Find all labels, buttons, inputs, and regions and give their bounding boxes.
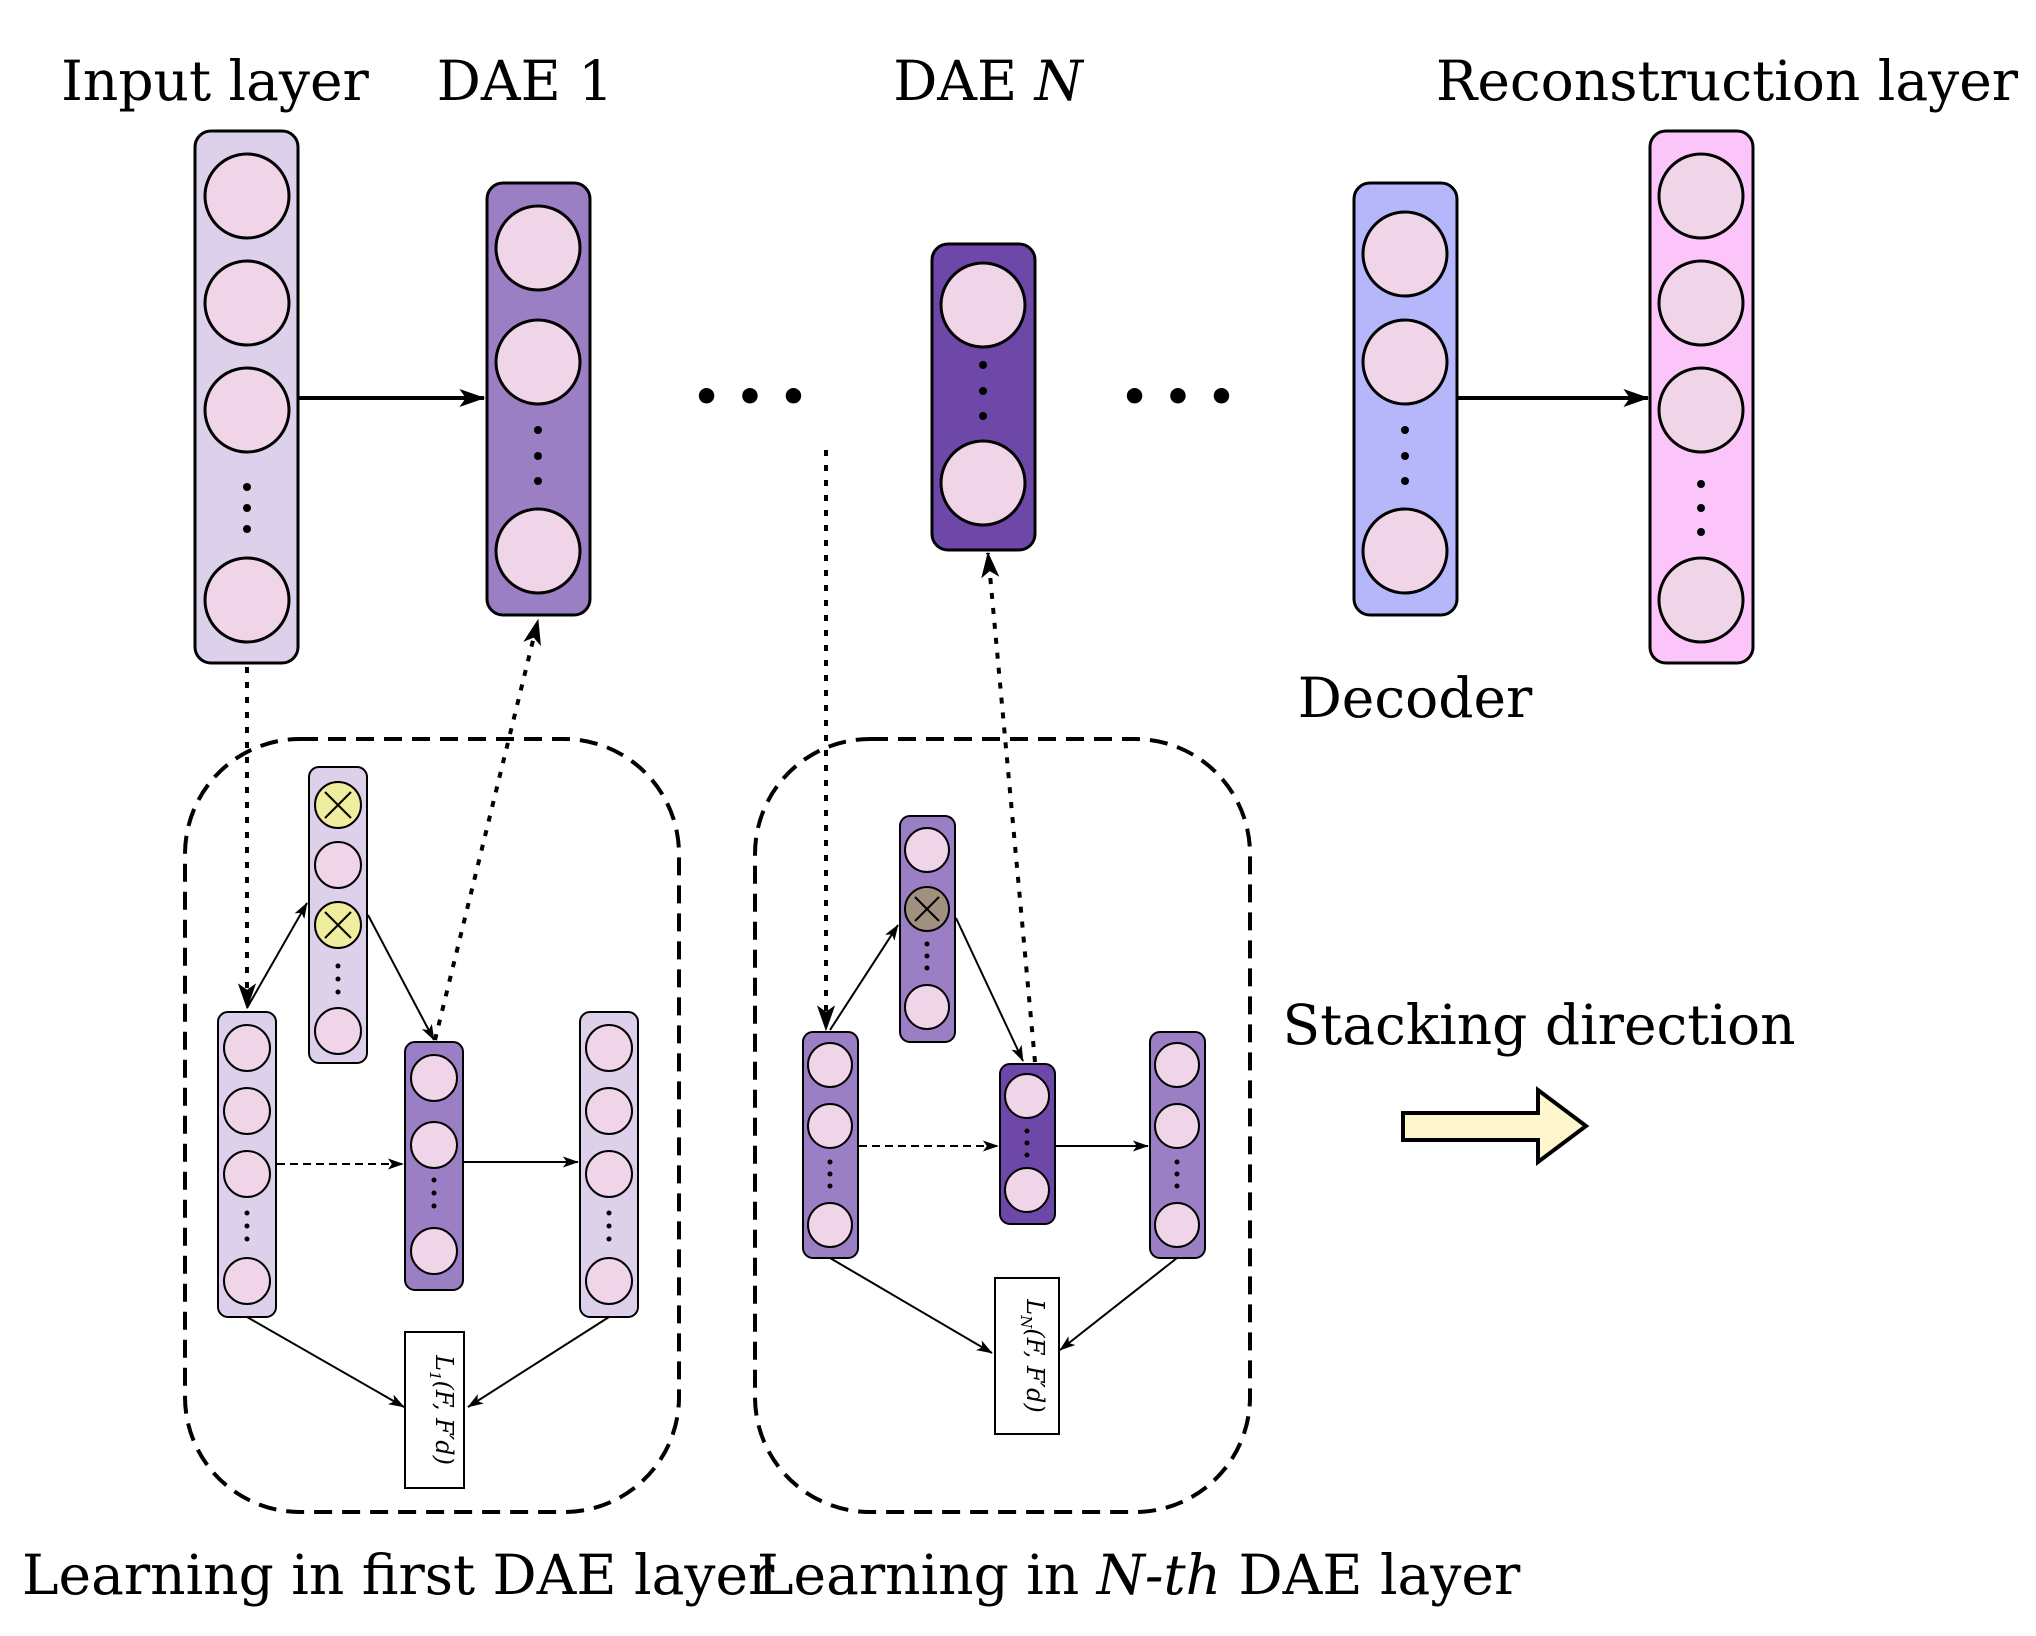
nth-output-column [1149,1031,1206,1259]
nth-input-to-noisy-arrow [829,924,899,1031]
ellipsis-right: • • • [1120,372,1235,423]
block-arrow-right-icon [1401,1086,1590,1166]
svg-text:LN(F, F′d): LN(F, F′d) [1017,1298,1049,1412]
circle-times-icon [904,886,950,932]
daeN-label: DAE N [893,49,1084,113]
decoder-label: Decoder [1298,666,1533,730]
first-input-column [217,1011,277,1318]
circle-times-icon [314,781,362,829]
first-learning-to-dae1-arrow [433,618,541,1041]
reconstruction-column [1648,129,1755,665]
learning-first-label: Learning in first DAE layer [22,1543,775,1607]
first-output-column [579,1011,639,1318]
input-to-loss-arrow [246,1316,405,1408]
nth-input-column [802,1031,859,1259]
noisy-hidden-column [899,815,956,1043]
loss-box-nth: LN(F, F′d) [994,1277,1060,1435]
nth-input-to-loss-arrow [829,1257,993,1354]
stacking-direction-label: Stacking direction [1282,993,1795,1057]
dae1-label: DAE 1 [437,49,613,113]
reconstruction-layer-label: Reconstruction layer [1436,49,2019,113]
nth-hidden-column [999,1063,1056,1225]
decoder-column [1352,181,1459,617]
circle-times-icon [314,901,362,949]
dae1-column [485,181,592,617]
daeN-column [930,242,1037,552]
svg-text:L1(F, F′d): L1(F, F′d) [426,1354,458,1465]
noisy-to-hidden-arrow [367,914,435,1041]
nth-noisy-to-hidden-arrow [955,917,1024,1062]
noisy-input-column [308,766,368,1064]
input-to-noisy-arrow [246,902,308,1009]
nth-learning-to-daeN-arrow [981,551,1037,1063]
first-learning-box: L1(F, F′d) [183,737,681,1514]
output-to-loss-arrow [467,1316,610,1408]
learning-nth-label: Learning in N-th DAE layer [757,1543,1521,1607]
input-layer-label: Input layer [61,49,369,113]
nth-output-to-loss-arrow [1059,1257,1178,1351]
first-hidden-column [404,1041,464,1291]
nth-learning-box: LN(F, F′d) [753,737,1252,1514]
loss-box-first: L1(F, F′d) [404,1331,465,1489]
ellipsis-left: • • • [692,372,807,423]
input-layer-column [193,129,300,665]
